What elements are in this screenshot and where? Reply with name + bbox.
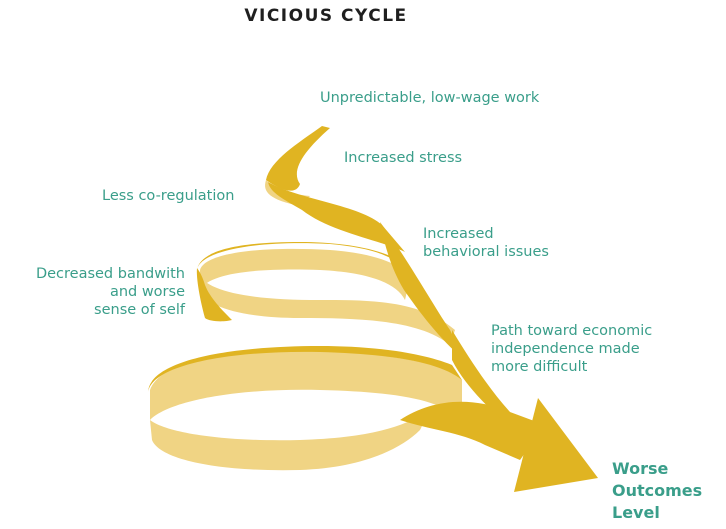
label-line: and worse [109, 284, 185, 300]
label-path-economic: Path toward economic independence made m… [491, 322, 652, 376]
spiral-middle-back [200, 248, 410, 300]
spiral-segment-2 [380, 222, 465, 360]
spiral-lower-front [150, 410, 430, 471]
label-line: Decreased bandwith [35, 266, 185, 282]
label-line: behavioral issues [423, 244, 549, 260]
label-line: Path toward economic [491, 323, 653, 339]
outcome-line: Level [612, 503, 660, 522]
outcome-label: Worse Outcomes Level [612, 458, 702, 524]
label-less-coregulation: Less co-regulation [102, 188, 235, 204]
arrow-upper-shaft [452, 330, 510, 418]
diagram-title: VICIOUS CYCLE [244, 6, 408, 26]
spiral-tail [266, 126, 330, 191]
spiral-segment-1 [268, 182, 405, 252]
label-unpredictable-work: Unpredictable, low-wage work [320, 90, 540, 106]
outcome-line: Outcomes [612, 481, 703, 500]
spiral-lower-back [150, 349, 462, 420]
label-line: Increased [423, 226, 494, 242]
label-behavioral-issues: Increased behavioral issues [423, 225, 549, 261]
label-line: sense of self [94, 302, 185, 318]
label-increased-stress: Increased stress [344, 150, 463, 166]
arrow-head [514, 398, 598, 492]
outcome-line: Worse [612, 459, 669, 478]
arrow-shaft [400, 401, 545, 460]
spiral-middle-left [196, 268, 232, 322]
label-decreased-bandwidth: Decreased bandwith and worse sense of se… [36, 265, 185, 319]
spiral-middle-front [197, 272, 455, 345]
label-line: independence made [491, 341, 640, 357]
label-line: more difficult [491, 359, 588, 375]
